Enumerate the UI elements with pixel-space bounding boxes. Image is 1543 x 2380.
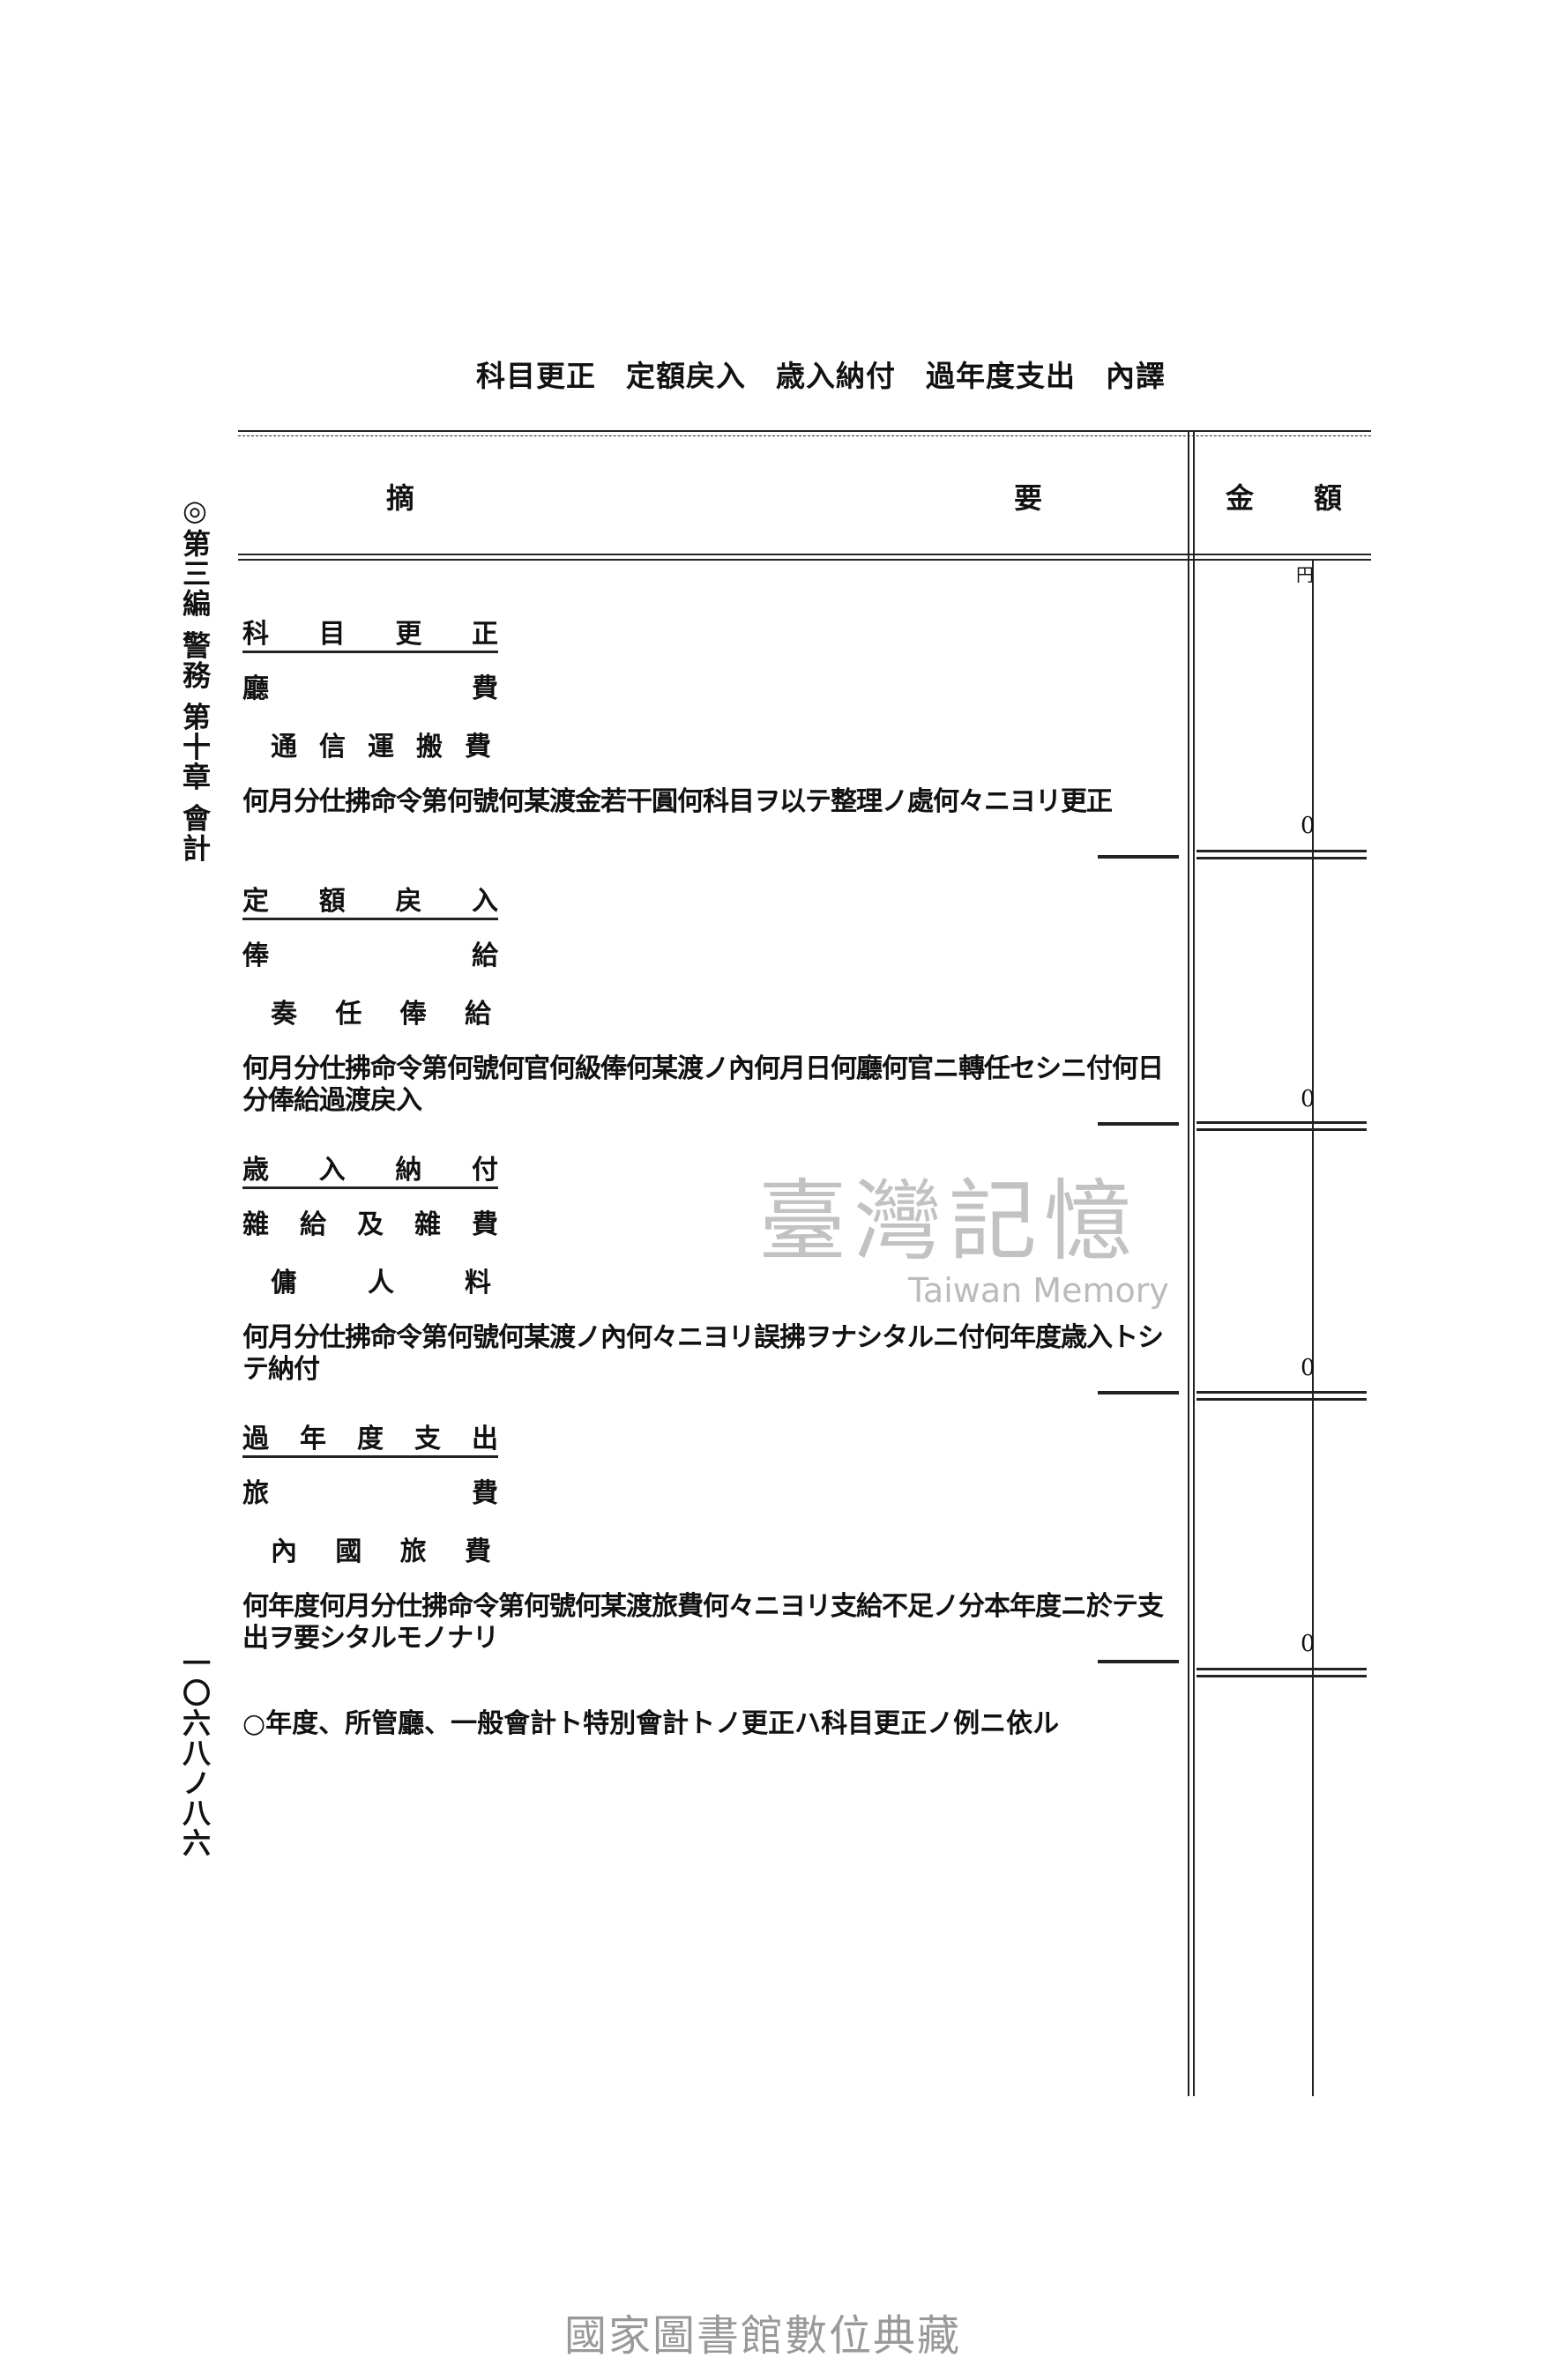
account-subitem: 內國旅費 [271,1536,491,1568]
header-bottom-rule-2 [238,559,1371,561]
section-heading-char: 更 [395,619,422,650]
entry-description: 何月分仕拂命令第何號何官何級俸何某渡ノ內何月日何廳何官ニ轉任セシニ付何日分俸給過… [242,1053,1164,1116]
header-bottom-rule [238,554,1371,555]
account-subitem-char: 任 [335,999,362,1030]
section-heading-char: 歳 [242,1155,269,1186]
watermark: 臺灣記憶 [758,1170,1139,1273]
section-heading-char: 目 [318,619,346,650]
account-subitem: 奏任俸給 [271,999,491,1030]
account-item-char: 及 [357,1209,384,1240]
section-heading-char: 入 [471,886,498,917]
amount: 0 [1301,1086,1316,1112]
total-rule [1196,1668,1367,1677]
section-heading: 歳入納付 [242,1155,498,1189]
total-rule [1196,1391,1367,1401]
subtotal-rule [1098,1660,1179,1663]
margin-heading: ◎第三編 警務 第十章 會計 [178,494,212,864]
account-item-char: 雜 [414,1209,441,1240]
account-item: 旅費 [242,1478,498,1510]
column-divider-2 [1193,430,1195,2096]
account-subitem-char: 通 [271,732,297,762]
account-subitem-char: 俸 [399,999,427,1030]
section-heading: 過 年 度支 出 [242,1424,498,1458]
account-subitem: 通信運搬費 [271,732,491,763]
account-subitem-char: 搬 [416,732,443,762]
column-divider [1188,430,1189,2096]
total-rule [1196,850,1367,859]
account-item-char: 費 [472,673,498,704]
yen-divider [1312,559,1314,2096]
account-item: 俸給 [242,941,498,972]
page-title: 科目更正 定額戻入 歳入納付 過年度支出 內譯 [476,359,1166,393]
account-subitem-char: 傭 [271,1268,297,1298]
section-heading-char: 年 [300,1424,326,1454]
account-subitem-char: 運 [368,732,394,762]
account-item-char: 給 [472,941,498,971]
subtotal-rule [1098,1122,1179,1126]
account-subitem: 傭人料 [271,1268,491,1299]
section-heading-char: 度 [357,1424,384,1454]
amount: 0 [1301,813,1316,839]
account-subitem-char: 旅 [399,1536,427,1567]
section-heading-char: 過 [242,1424,269,1454]
account-item-char: 給 [300,1209,326,1240]
section-heading: 定額戻入 [242,886,498,920]
section-heading: 科目更正 [242,619,498,653]
entry-description: 何年度何月分仕拂命令第何號何某渡旅費何々ニヨリ支給不足ノ分本年度ニ於テ支出ヲ要シ… [242,1591,1164,1654]
account-item: 雜給及雜費 [242,1209,498,1241]
account-subitem-char: 給 [464,999,491,1030]
entry-description: 何月分仕拂命令第何號何某渡ノ內何々ニヨリ誤拂ヲナシタルニ付何年度歳入トシテ納付 [242,1322,1164,1385]
account-subitem-char: 信 [319,732,346,762]
account-subitem-char: 國 [335,1536,362,1567]
subtotal-rule [1098,1391,1179,1395]
subtotal-rule [1098,855,1179,859]
account-item-char: 旅 [242,1478,269,1509]
account-subitem-char: 費 [464,1536,491,1567]
section-heading-char: 納 [395,1155,422,1186]
section-heading-char: 科 [242,619,269,650]
section-heading-char: 額 [318,886,346,917]
header-amount-left: 金 [1226,481,1255,515]
account-item: 廳費 [242,673,498,705]
account-item-char: 廳 [242,673,269,704]
account-subitem-char: 奏 [271,999,297,1030]
section-heading-char: 付 [471,1155,498,1186]
header-amount-right: 額 [1314,481,1343,515]
watermark-en: Taiwan Memory [908,1271,1169,1310]
footer: 國家圖書館數位典藏 [564,2311,962,2361]
entry-description: 何月分仕拂命令第何號何某渡金若干圓何科目ヲ以テ整理ノ處何々ニヨリ更正 [242,786,1113,817]
section-heading-char: 支 [414,1424,441,1454]
account-subitem-char: 費 [465,732,491,762]
section-heading-char: 戻 [395,886,422,917]
account-item-char: 費 [472,1478,498,1509]
header-summary-left: 摘 [386,481,415,515]
table-top-rule [238,430,1371,432]
unit-label: 円 [1296,564,1314,585]
account-item-char: 費 [472,1209,498,1240]
amount: 0 [1301,1631,1316,1657]
page-number: 一〇六八ノ八六 [178,1648,212,1858]
table-top-rule-inner [238,435,1371,436]
account-subitem-char: 內 [271,1536,297,1567]
amount: 0 [1301,1355,1316,1381]
note: ○年度、所管廳、一般會計ト特別會計トノ更正ハ科目更正ノ例ニ依ル [242,1708,1060,1739]
account-item-char: 俸 [242,941,269,971]
header-summary-right: 要 [1014,481,1043,515]
section-heading-char: 入 [318,1155,346,1186]
account-subitem-char: 人 [368,1268,394,1298]
section-heading-char: 正 [471,619,498,650]
section-heading-char: 定 [242,886,269,917]
section-heading-char: 出 [472,1424,498,1454]
total-rule [1196,1121,1367,1131]
account-subitem-char: 料 [465,1268,491,1298]
account-item-char: 雜 [242,1209,269,1240]
